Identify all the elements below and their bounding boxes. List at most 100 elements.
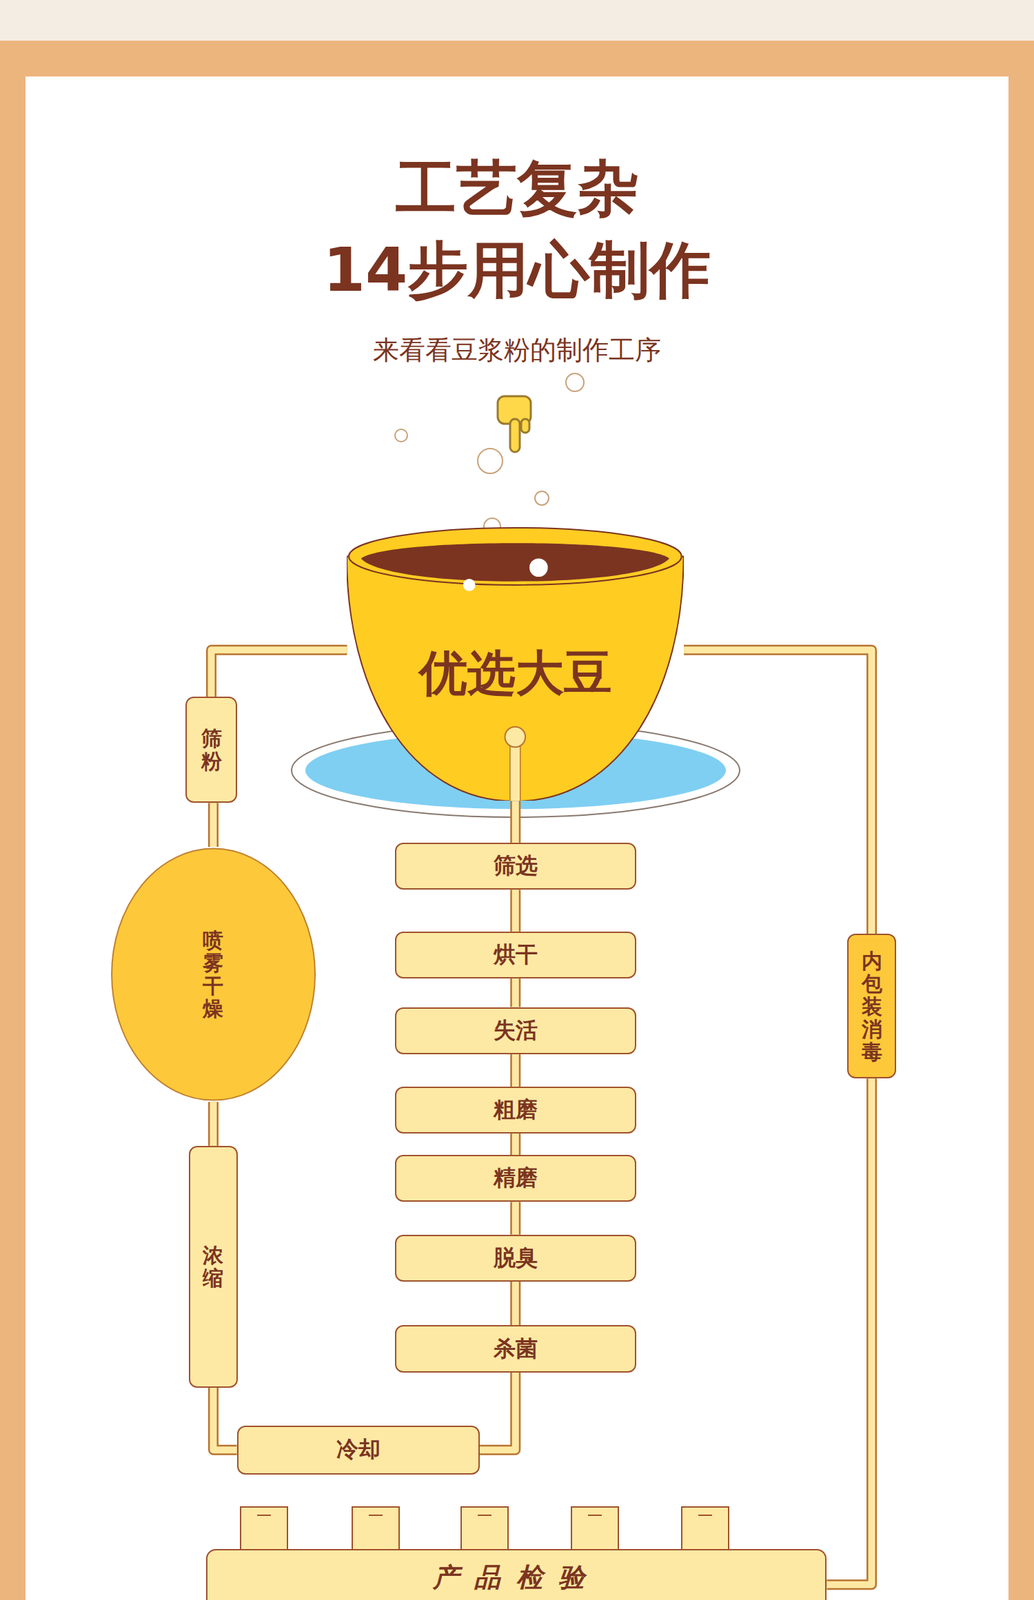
pipe-fill xyxy=(512,889,520,932)
top-strip xyxy=(0,0,1034,41)
step-label: 产品检验 xyxy=(432,1560,601,1596)
sample-box xyxy=(461,1507,509,1552)
process-box: 冷却 xyxy=(237,1426,480,1476)
pipe-connector xyxy=(514,801,516,844)
pipe-fill xyxy=(683,650,872,935)
process-box: 内包装消毒 xyxy=(847,934,897,1079)
inspection-band: 产品检验 xyxy=(206,1549,827,1600)
process-box: 筛粉 xyxy=(185,696,237,804)
pipe-connector xyxy=(514,1202,516,1235)
pipe-outline xyxy=(510,978,521,1008)
process-box: 杀菌 xyxy=(394,1325,636,1373)
pointing-hand xyxy=(497,396,531,453)
milk-dot xyxy=(530,558,549,577)
process-box: 筛选 xyxy=(394,843,636,890)
sample-box xyxy=(571,1507,619,1552)
step-label: 筛粉 xyxy=(201,727,222,773)
pipe-outline xyxy=(208,1102,219,1147)
outlet-hole xyxy=(505,726,526,748)
box-slot xyxy=(588,1515,602,1517)
step-label: 筛选 xyxy=(493,851,538,882)
step-label: 精磨 xyxy=(493,1163,538,1194)
bowl-rim xyxy=(348,528,682,586)
step-label: 脱臭 xyxy=(493,1243,538,1274)
ingredient-bowl: 优选大豆 xyxy=(346,525,684,802)
step-label: 失活 xyxy=(493,1016,538,1047)
sample-box xyxy=(240,1507,288,1552)
sample-boxes xyxy=(240,1507,729,1552)
pipe-outline xyxy=(683,650,872,935)
step-label: 粗磨 xyxy=(493,1095,538,1126)
step-label: 烘干 xyxy=(493,940,538,971)
ellipse-outline xyxy=(111,849,316,1101)
pipe-fill xyxy=(479,1373,516,1452)
pipe-connector xyxy=(211,650,348,697)
hand-finger xyxy=(510,419,520,453)
sample-box xyxy=(352,1507,400,1552)
subtitle-label: 来看看豆浆粉的制作工序 xyxy=(0,332,1034,368)
pipe-outline xyxy=(510,1202,521,1235)
pipe-connector xyxy=(514,1054,516,1088)
pipe-connector xyxy=(826,1078,872,1586)
step-label: 冷却 xyxy=(336,1435,381,1466)
pipe-fill xyxy=(213,1388,237,1451)
page-title: 工艺复杂 14步用心制作 xyxy=(241,148,793,311)
process-box: 脱臭 xyxy=(394,1235,636,1283)
milk-dot xyxy=(463,579,476,592)
pipe-outline xyxy=(510,889,521,932)
box-slot xyxy=(257,1515,271,1517)
box-slot xyxy=(477,1515,492,1517)
pipe-connector xyxy=(514,1133,516,1156)
bubble xyxy=(477,448,503,474)
bubble xyxy=(394,429,408,442)
soy-milk xyxy=(361,543,670,582)
process-box: 烘干 xyxy=(394,931,636,979)
step-label: 优选大豆 xyxy=(419,641,613,707)
bubble xyxy=(565,373,584,392)
process-box: 精磨 xyxy=(394,1155,636,1203)
pipe-outline xyxy=(510,1054,521,1088)
pipe-outline xyxy=(826,1078,872,1586)
pipe-outline xyxy=(510,1133,521,1156)
pipe-connector xyxy=(683,650,872,935)
pipe-connector xyxy=(479,1373,516,1452)
process-box: 浓缩 xyxy=(188,1146,238,1389)
pipe-outline xyxy=(211,650,348,697)
pipe-connector xyxy=(213,1102,214,1147)
bowl-body xyxy=(346,556,684,802)
step-label: 内包装消毒 xyxy=(861,949,883,1064)
step-label: 浓缩 xyxy=(202,1244,224,1290)
white-panel xyxy=(25,76,1009,1600)
pipe-fill xyxy=(512,1202,520,1235)
pipe-fill xyxy=(211,650,348,697)
process-box: 失活 xyxy=(394,1007,636,1055)
step-label: 喷雾干燥 xyxy=(202,929,224,1021)
hand-knuckle xyxy=(521,419,530,433)
pipe-fill xyxy=(512,978,520,1008)
pipe-fill xyxy=(512,1133,520,1156)
pipe-fill xyxy=(209,803,217,848)
pipe-connector xyxy=(213,803,214,848)
process-ellipse: 喷雾干燥 xyxy=(110,847,317,1103)
pipe-outline xyxy=(510,801,521,844)
box-slot xyxy=(368,1515,383,1517)
pipe-outline xyxy=(510,1282,521,1327)
pipe-connector xyxy=(514,889,516,932)
bubbles xyxy=(394,373,584,535)
pipe-fill xyxy=(512,801,520,844)
pipe-outline xyxy=(213,1388,237,1451)
pipe-outline xyxy=(208,803,219,848)
box-slot xyxy=(698,1515,713,1517)
step-label: 杀菌 xyxy=(493,1334,538,1365)
sample-box xyxy=(681,1507,729,1552)
pipe-fill xyxy=(512,1282,520,1327)
pipe-connector xyxy=(514,1282,516,1327)
pipe-outline xyxy=(479,1373,516,1452)
bubble xyxy=(534,491,549,506)
pipe-fill xyxy=(512,1054,520,1088)
pipe-connector xyxy=(213,1388,237,1451)
pipe-connector xyxy=(514,978,516,1008)
pipe-fill xyxy=(209,1102,217,1147)
process-box: 粗磨 xyxy=(394,1087,636,1134)
